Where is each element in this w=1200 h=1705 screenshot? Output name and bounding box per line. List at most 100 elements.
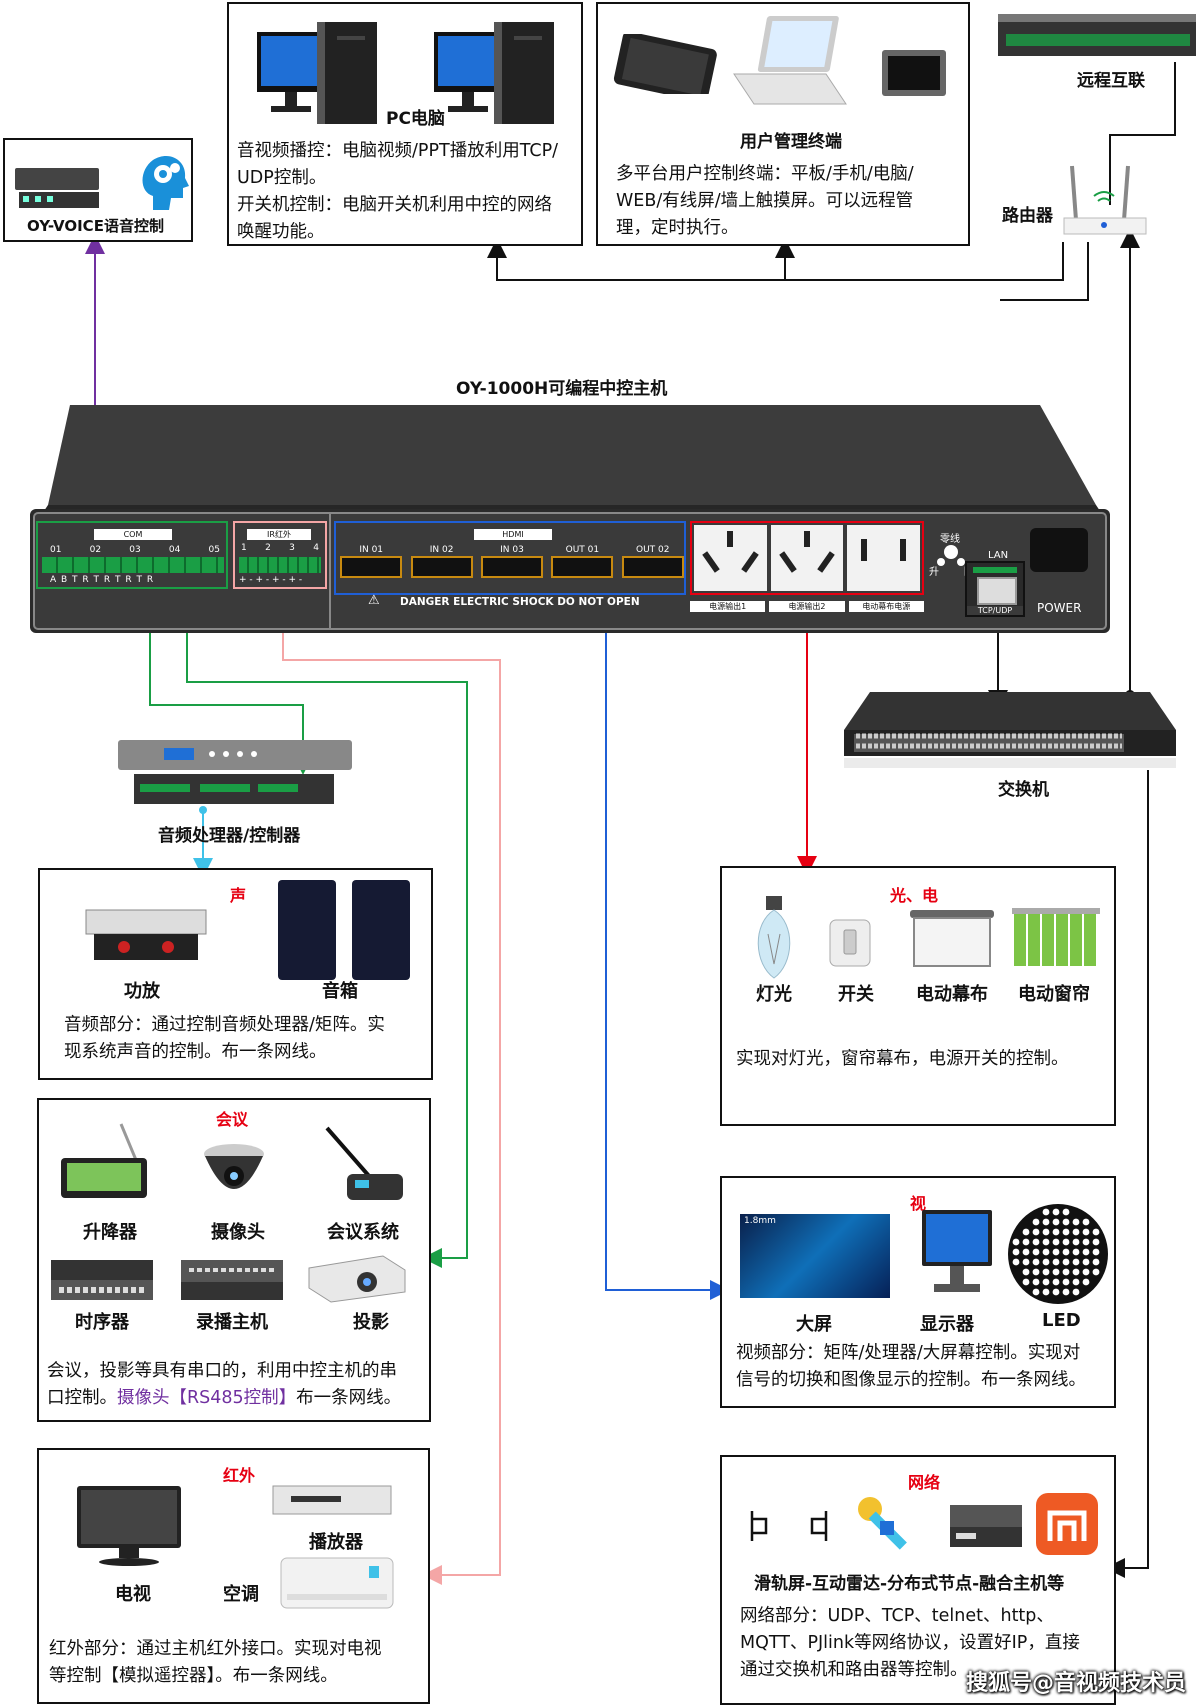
- window-curtain-icon: [1012, 908, 1100, 966]
- player-icon: [272, 1485, 392, 1515]
- router-label: 路由器: [1002, 206, 1053, 226]
- led-dot: [1092, 1268, 1100, 1276]
- sound-box: 声 功放 音箱 音频部分：通过控制音频处理器/矩阵。实 现系统声音的控制。布一条…: [38, 868, 433, 1080]
- led-dot: [1072, 1218, 1080, 1226]
- led-dot: [1072, 1228, 1080, 1236]
- voice-box: OY-VOICE语音控制: [3, 138, 193, 242]
- com-port: 01: [50, 545, 62, 555]
- voice-head-icon: [142, 156, 189, 210]
- terminal-desc: 多平台用户控制终端：平板/手机/电脑/ WEB/有线屏/墙上触摸屏。可以远程管 …: [616, 161, 914, 242]
- meeting-item: 时序器: [75, 1312, 129, 1333]
- tcp-label: TCP/UDP: [967, 606, 1023, 615]
- outlet-label: 电源输出2: [769, 601, 845, 612]
- led-dot: [1012, 1258, 1020, 1266]
- recorder-icon: [181, 1260, 283, 1300]
- led-dot: [1052, 1218, 1060, 1226]
- air-conditioner-icon: [280, 1557, 394, 1609]
- led-dot: [1062, 1258, 1070, 1266]
- led-dot: [1052, 1288, 1060, 1296]
- video-item: 大屏: [796, 1314, 832, 1335]
- ir-port: 3: [289, 543, 295, 553]
- led-dot: [1062, 1238, 1070, 1246]
- power-socket: [1030, 528, 1088, 572]
- remote-label: 远程互联: [1077, 71, 1145, 91]
- led-dot: [1062, 1248, 1070, 1256]
- ir-box: 红外 播放器 电视 空调 红外部分：通过主机红外接口。实现对电视 等控制【模拟遥…: [37, 1448, 430, 1704]
- node-device-icon: [950, 1505, 1022, 1547]
- led-dot: [1082, 1218, 1090, 1226]
- screen-curtain-icon: [910, 910, 994, 967]
- led-dot: [1072, 1268, 1080, 1276]
- wire-switch-network: [1105, 770, 1149, 1578]
- led-icon: [1008, 1204, 1108, 1304]
- danger-text: DANGER ELECTRIC SHOCK DO NOT OPEN: [400, 596, 640, 608]
- sound-line: 现系统声音的控制。布一条网线。: [64, 1042, 327, 1062]
- pc-icon-2: [434, 22, 554, 124]
- led-dot: [1022, 1248, 1030, 1256]
- lan-label: LAN: [988, 550, 1009, 561]
- ir-label: IR红外: [247, 529, 311, 540]
- rs485-note: 摄像头【RS485控制】: [117, 1388, 297, 1408]
- led-dot: [1062, 1268, 1070, 1276]
- audio-processor-label: 音频处理器/控制器: [158, 826, 301, 846]
- terminal-line: WEB/有线屏/墙上触摸屏。可以远程管: [616, 191, 914, 211]
- conference-mic-icon: [325, 1126, 403, 1200]
- outlet: [770, 525, 844, 591]
- touchpanel-icon: [882, 50, 946, 96]
- hdmi-port: IN 01: [340, 545, 403, 578]
- light-item: 电动幕布: [916, 984, 988, 1005]
- laptop-icon: [733, 16, 847, 105]
- led-dot: [1022, 1268, 1030, 1276]
- ir-tag: 红外: [223, 1466, 256, 1485]
- fusion-host-icon: [1036, 1493, 1098, 1555]
- led-dot: [1072, 1258, 1080, 1266]
- led-dot: [1042, 1208, 1050, 1216]
- meeting-item: 会议系统: [327, 1222, 399, 1243]
- led-dot: [1032, 1268, 1040, 1276]
- led-dot: [1032, 1258, 1040, 1266]
- pc-box: PC电脑 音视频播控：电脑视频/PPT播放利用TCP/ UDP控制。 开关机控制…: [227, 2, 583, 246]
- hdmi-port: OUT 01: [551, 545, 614, 578]
- wire-com-meeting: [186, 595, 468, 1268]
- led-dot: [1082, 1268, 1090, 1276]
- led-dot: [1092, 1258, 1100, 1266]
- wire-terminal: [1000, 242, 1089, 301]
- led-dot: [1082, 1228, 1090, 1236]
- pc-line: 音视频播控：电脑视频/PPT播放利用TCP/: [237, 141, 559, 161]
- light-box: 光、电 灯光 开关 电动幕布 电动窗帘 实现对灯光，窗帘幕布，电源开关的控制。: [720, 866, 1116, 1126]
- radar-satellite-icon: [858, 1497, 907, 1550]
- ir-item: 空调: [223, 1584, 259, 1605]
- tv-icon: [77, 1486, 181, 1566]
- voice-device-icon: [15, 168, 99, 208]
- light-tag: 光、电: [890, 886, 939, 905]
- video-line: 视频部分：矩阵/处理器/大屏幕控制。实现对: [736, 1343, 1081, 1363]
- terminal-line: 理，定时执行。: [616, 218, 739, 238]
- outlet: [694, 525, 767, 591]
- led-dot: [1092, 1238, 1100, 1246]
- light-item: 开关: [838, 984, 874, 1005]
- hdmi-label: HDMI: [474, 529, 552, 540]
- led-dot: [1052, 1228, 1060, 1236]
- outlet-label: 电动幕布电源: [848, 601, 924, 612]
- hdmi-group: HDMI IN 01 IN 02 IN 03 OUT 01 OUT 02: [334, 521, 686, 595]
- relay-dots: [944, 545, 958, 559]
- outlet-label: 电源输出1: [690, 601, 766, 612]
- network-box: 网络 滑轨屏-互动雷达-分布式节点-融合主机等 网络部分：UDP、TCP、tel…: [720, 1455, 1116, 1705]
- audio-processor-icon: [118, 740, 352, 804]
- video-desc: 视频部分：矩阵/处理器/大屏幕控制。实现对 信号的切换和图像显示的控制。布一条网…: [736, 1340, 1086, 1394]
- sequencer-icon: [51, 1260, 153, 1300]
- meeting-line: 会议，投影等具有串口的，利用中控主机的串: [47, 1361, 397, 1381]
- light-item: 电动窗帘: [1018, 984, 1090, 1005]
- com-port: 05: [208, 545, 220, 555]
- ir-port: 4: [313, 543, 319, 553]
- led-dot: [1082, 1258, 1090, 1266]
- com-label: COM: [94, 529, 172, 540]
- lift-icon: [61, 1123, 147, 1198]
- pc-line: UDP控制。: [237, 168, 327, 188]
- bulb-icon: [757, 896, 791, 979]
- led-dot: [1022, 1238, 1030, 1246]
- led-dot: [1082, 1248, 1090, 1256]
- lan-port: TCP/UDP: [965, 561, 1025, 617]
- monitor-icon: [922, 1210, 992, 1292]
